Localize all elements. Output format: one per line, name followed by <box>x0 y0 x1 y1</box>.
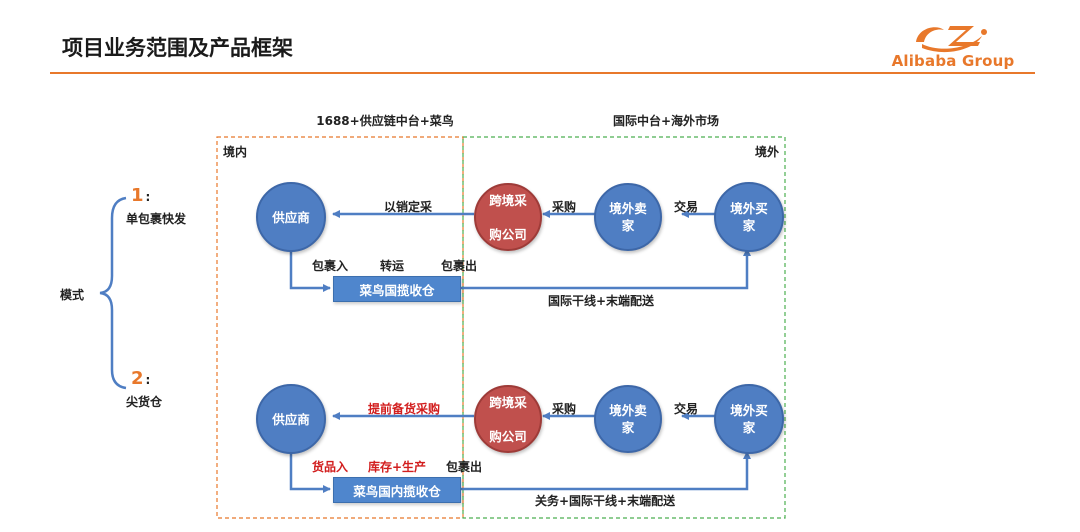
title-divider <box>50 72 1035 74</box>
logo-text: Alibaba Group <box>891 52 1015 70</box>
mode-1-number: 1: <box>131 185 151 206</box>
row2-label-parcel-out: 包裹出 <box>446 460 483 474</box>
row2-edge-label-trade: 交易 <box>673 402 699 416</box>
row2-crossborder-company-node: 跨境采购公司 <box>474 385 542 453</box>
row1-label-shipping: 国际干线+末端配送 <box>548 294 655 308</box>
row2-label-goods-in: 货品入 <box>312 460 349 474</box>
arrow-warehouse-to-buyer-1 <box>460 248 751 290</box>
row2-edge-label-purchase: 采购 <box>551 402 577 416</box>
mode-brace <box>99 196 127 390</box>
row2-edge-label-advance-stock: 提前备货采购 <box>367 402 441 416</box>
alibaba-logo: Alibaba Group <box>878 18 1028 72</box>
row1-label-parcel-in: 包裹入 <box>312 259 349 273</box>
mode-2-name: 尖货仓 <box>126 395 163 409</box>
overseas-label: 境外 <box>755 145 780 159</box>
mode-2-number: 2: <box>131 368 151 389</box>
row1-label-parcel-out: 包裹出 <box>441 259 478 273</box>
row1-warehouse-box: 菜鸟国揽收仓 <box>333 276 461 302</box>
row2-label-shipping: 关务+国际干线+末端配送 <box>535 494 676 508</box>
domestic-label: 境内 <box>223 145 248 159</box>
row1-edge-label-trade: 交易 <box>673 200 699 214</box>
row1-overseas-seller-node: 境外卖家 <box>594 183 662 251</box>
overseas-region-box <box>462 136 786 519</box>
mode-1-name: 单包裹快发 <box>126 212 187 226</box>
page-title: 项目业务范围及产品框架 <box>62 36 293 60</box>
mode-label: 模式 <box>60 288 85 302</box>
row1-edge-label-purchase: 采购 <box>551 200 577 214</box>
row1-label-transfer: 转运 <box>380 259 405 273</box>
row1-crossborder-company-node: 跨境采购公司 <box>474 183 542 251</box>
row2-overseas-seller-node: 境外卖家 <box>594 385 662 453</box>
domestic-header: 1688+供应链中台+菜鸟 <box>316 114 454 128</box>
row2-supplier-node: 供应商 <box>256 384 326 454</box>
row2-label-stock-production: 库存+生产 <box>368 460 427 474</box>
row1-supplier-node: 供应商 <box>256 182 326 252</box>
row1-edge-label-sales-based: 以销定采 <box>383 200 433 214</box>
arrow-warehouse-to-buyer-2 <box>460 451 751 491</box>
domestic-region-box <box>216 136 464 519</box>
overseas-header: 国际中台+海外市场 <box>612 114 720 128</box>
arrow-supplier-to-warehouse-2 <box>289 450 331 493</box>
row2-warehouse-box: 菜鸟国内揽收仓 <box>333 477 461 503</box>
arrow-supplier-to-warehouse-1 <box>289 248 331 292</box>
row1-overseas-buyer-node: 境外买家 <box>714 182 784 252</box>
row2-overseas-buyer-node: 境外买家 <box>714 384 784 454</box>
alibaba-smile-icon <box>916 26 987 53</box>
